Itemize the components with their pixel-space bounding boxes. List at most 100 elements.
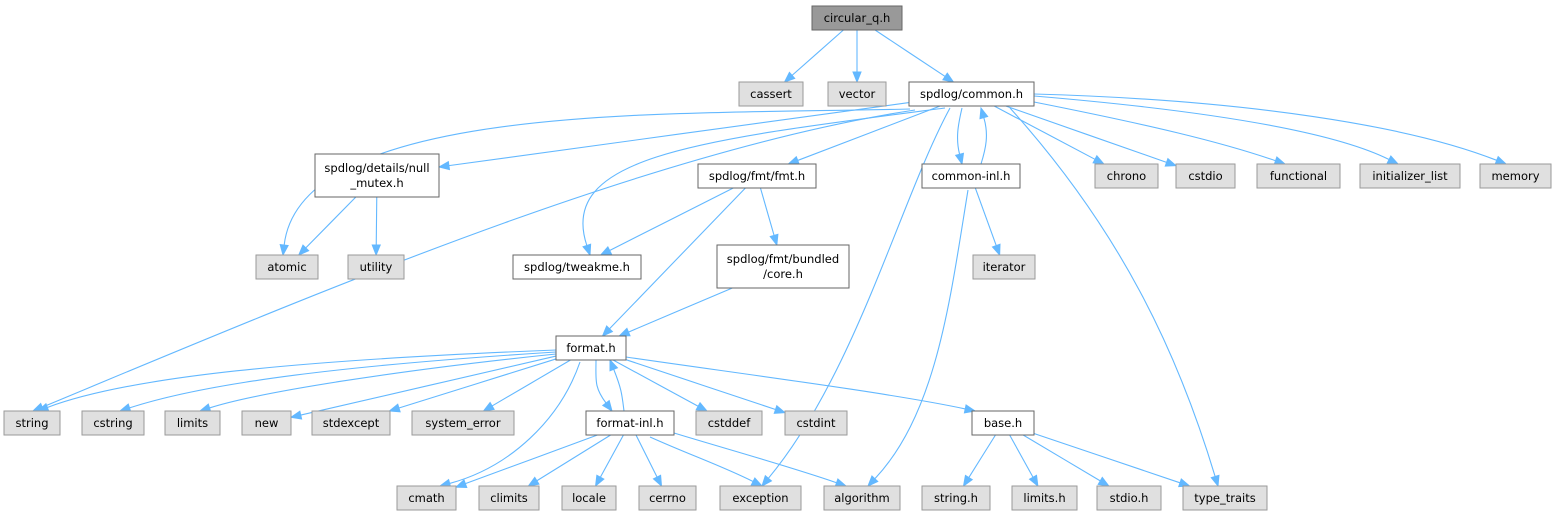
edge-null_mutex-to-atomic (297, 196, 357, 256)
node-base[interactable]: base.h (971, 410, 1035, 436)
node-exception: exception (719, 485, 802, 511)
node-box (823, 485, 901, 511)
node-vector: vector (827, 81, 887, 107)
node-cmath: cmath (396, 485, 457, 511)
edge-line (1033, 93, 1497, 161)
node-climits: climits (478, 485, 540, 511)
edge-line (612, 359, 699, 407)
edge-base-to-type_traits (1033, 432, 1191, 488)
arrowhead (1164, 157, 1178, 167)
edge-format_inl-to-exception (649, 436, 764, 487)
node-label: cstdio (1188, 169, 1222, 183)
node-common[interactable]: spdlog/common.h (908, 81, 1035, 107)
edge-line (449, 361, 581, 484)
node-box (255, 254, 319, 280)
edge-line (968, 434, 996, 478)
node-label: format.h (566, 341, 615, 355)
arrowhead (618, 327, 631, 337)
node-initializer-list: initializer_list (1359, 163, 1461, 189)
node-format[interactable]: format.h (555, 335, 627, 361)
edge-line (1022, 434, 1101, 482)
arrowhead (1028, 474, 1039, 488)
edge-line (599, 434, 624, 478)
edge-line (791, 29, 844, 76)
node-box (695, 410, 763, 436)
node-string-h: string.h (921, 485, 991, 511)
node-system-error: system_error (411, 410, 515, 436)
node-label: stdexcept (323, 416, 380, 430)
node-label: circular_q.h (824, 11, 891, 25)
edge-line (300, 355, 557, 416)
arrowhead (787, 155, 800, 165)
node-label: spdlog/fmt/fmt.h (709, 169, 805, 183)
edge-common-to-chrono (993, 105, 1106, 165)
arrowhead (371, 244, 381, 257)
node-cassert: cassert (738, 81, 804, 107)
node-bundled-core[interactable]: spdlog/fmt/bundled/core.h (716, 244, 850, 289)
node-fmt[interactable]: spdlog/fmt/fmt.h (697, 163, 817, 189)
edge-line (491, 359, 571, 407)
edge-format-to-stdexcept (388, 358, 557, 413)
node-functional: functional (1256, 163, 1341, 189)
node-box (311, 410, 391, 436)
node-label: initializer_list (1372, 169, 1448, 183)
edge-line (625, 359, 776, 411)
node-label: /core.h (763, 267, 803, 281)
node-common-inl[interactable]: common-inl.h (921, 163, 1021, 189)
edge-fmt-to-format (601, 187, 746, 337)
node-cstdint: cstdint (784, 410, 848, 436)
edge-base-to-string_h (962, 434, 996, 488)
node-circular-q[interactable]: circular_q.h (811, 5, 903, 31)
node-string: string (3, 410, 61, 436)
edge-line (628, 287, 733, 333)
arrowhead (769, 233, 779, 247)
edge-common-to-type_traits (1009, 107, 1220, 488)
arrowhead (437, 160, 451, 171)
edge-format-to-cstring (118, 351, 557, 413)
edge-line (129, 351, 557, 409)
edge-line (582, 107, 946, 246)
node-box (561, 485, 617, 511)
arrowhead (482, 401, 495, 412)
edge-line (1033, 95, 1390, 161)
node-algorithm: algorithm (823, 485, 901, 511)
edge-format_inl-to-cerrno (635, 434, 663, 488)
node-box (1256, 163, 1341, 189)
node-label: climits (490, 491, 528, 505)
node-type-traits: type_traits (1182, 485, 1268, 511)
node-null-mutex[interactable]: spdlog/details/null_mutex.h (314, 153, 440, 198)
node-label: system_error (425, 416, 500, 430)
arrowhead (388, 403, 401, 413)
node-box (3, 410, 61, 436)
node-label: cstring (93, 416, 132, 430)
edge-line (993, 105, 1096, 160)
node-label: cerrno (649, 491, 686, 505)
node-box (396, 485, 457, 511)
node-box (1011, 485, 1078, 511)
arrowhead (609, 358, 619, 372)
edge-format_inl-to-algorithm (673, 432, 848, 488)
node-box (81, 410, 145, 436)
edge-line (980, 117, 987, 165)
edge-circular_q-to-cassert (783, 29, 844, 83)
edge-circular_q-to-vector (852, 29, 862, 84)
edge-line (375, 196, 378, 246)
edge-common-to-fmt (787, 105, 941, 165)
node-tweakme[interactable]: spdlog/tweakme.h (512, 254, 642, 280)
arrowhead (991, 243, 1001, 257)
edge-fmt-to-bundled_core (759, 187, 779, 247)
arrowhead (289, 410, 303, 420)
edge-line (673, 432, 837, 484)
edge-format-to-format_inl (595, 359, 613, 413)
edge-format-to-limits (198, 353, 557, 413)
node-format-inl[interactable]: format-inl.h (585, 410, 675, 436)
arrowhead (750, 477, 764, 487)
arrowhead (454, 479, 468, 488)
arrowhead (942, 72, 955, 83)
edge-line (609, 187, 746, 330)
node-label: algorithm (834, 491, 890, 505)
node-box (908, 81, 1035, 107)
node-limits: limits (164, 410, 221, 436)
